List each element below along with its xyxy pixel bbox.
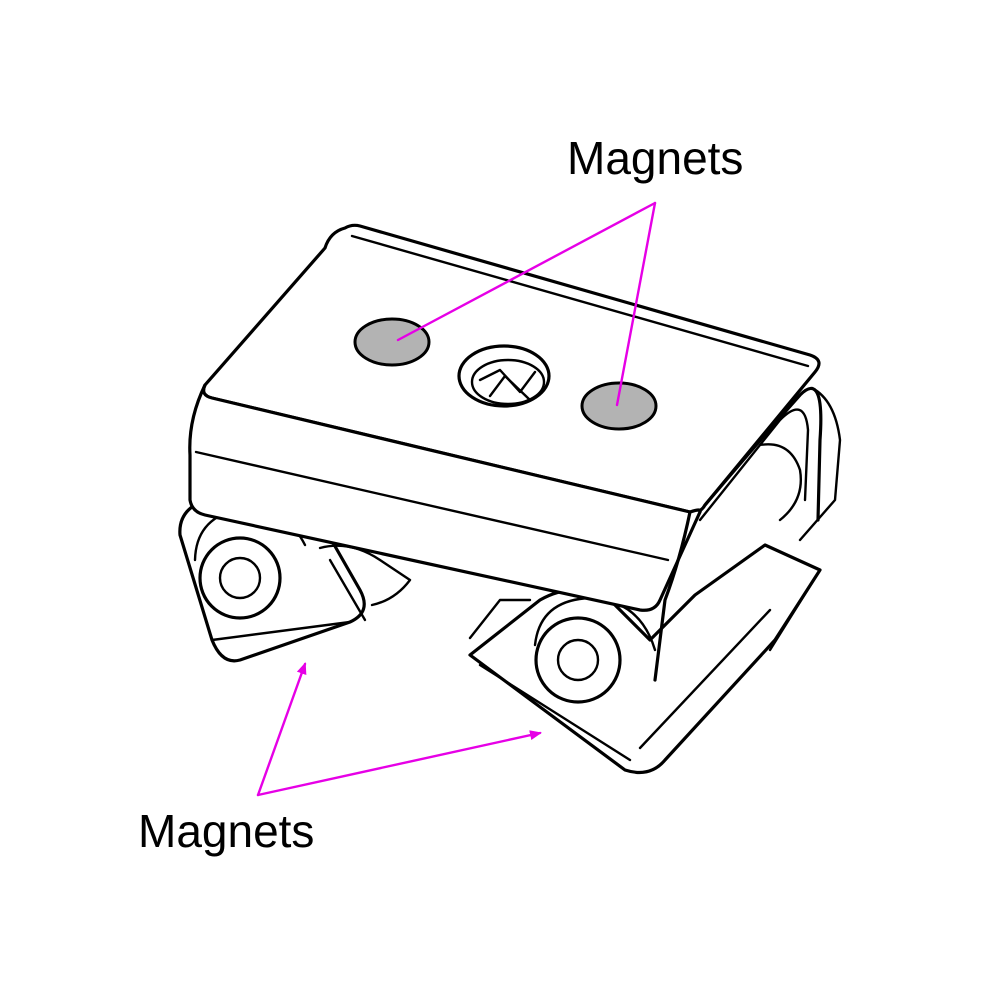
label-top-magnets: Magnets <box>567 132 743 184</box>
bottom-callouts <box>256 662 542 797</box>
magnet-left <box>353 317 431 367</box>
top-callouts <box>396 201 657 407</box>
magnet-right <box>580 381 658 431</box>
label-bottom-magnets: Magnets <box>138 805 314 857</box>
top-magnets <box>353 317 658 431</box>
top-body <box>188 223 842 682</box>
right-foot <box>468 543 822 774</box>
